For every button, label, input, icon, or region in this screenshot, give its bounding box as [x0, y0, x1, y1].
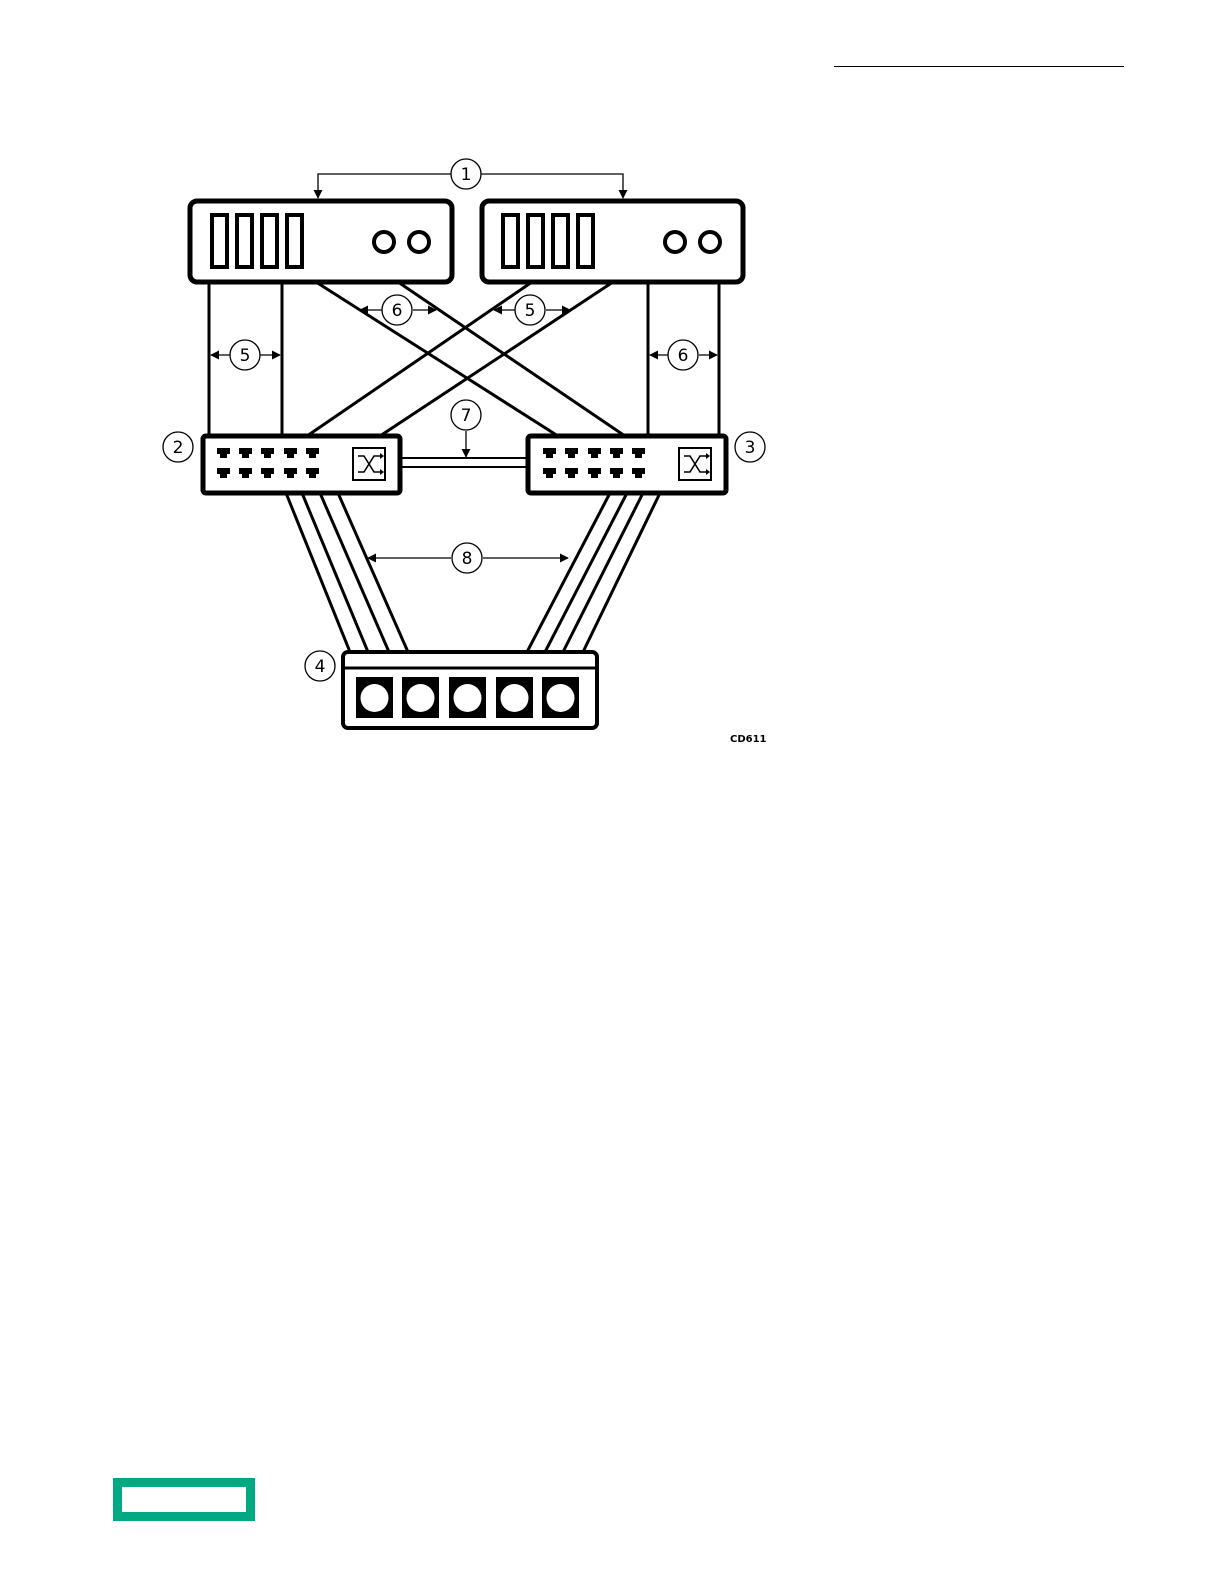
callout-8: 8: [452, 543, 482, 573]
switch-right: [528, 436, 726, 493]
callout-1: 1: [451, 159, 481, 189]
callout-7-label: 7: [461, 406, 472, 426]
drive-bays: [356, 677, 579, 718]
logo-rectangle-icon: [113, 1478, 255, 1521]
callout-3-label: 3: [745, 438, 756, 458]
callout-6-right-label: 6: [678, 346, 689, 366]
server-right: [482, 201, 743, 282]
figure-code: CD611: [730, 734, 767, 745]
callout-6-top-label: 6: [392, 301, 403, 321]
storage-array: [343, 652, 597, 728]
callout-4: 4: [305, 651, 335, 681]
callout-4-label: 4: [315, 657, 326, 677]
callout-5-left: 5: [230, 340, 260, 370]
inter-switch-link: [400, 458, 528, 467]
callout-5-top-label: 5: [525, 301, 536, 321]
callout-8-label: 8: [462, 549, 473, 569]
callout-5-top: 5: [515, 295, 545, 325]
callout-6-right: 6: [668, 340, 698, 370]
callout-2: 2: [163, 432, 193, 462]
callout-6-top: 6: [382, 295, 412, 325]
network-cabling-diagram: 1 2 3 4 5 6 7 8: [0, 0, 1224, 800]
callout-2-label: 2: [173, 438, 184, 458]
switch-left: [203, 436, 400, 493]
switch-storage-cables: [286, 493, 660, 652]
callout-7: 7: [451, 400, 481, 430]
callout-1-label: 1: [461, 165, 472, 185]
callout-3: 3: [735, 432, 765, 462]
callout-5-left-label: 5: [240, 346, 251, 366]
server-left: [190, 201, 452, 282]
